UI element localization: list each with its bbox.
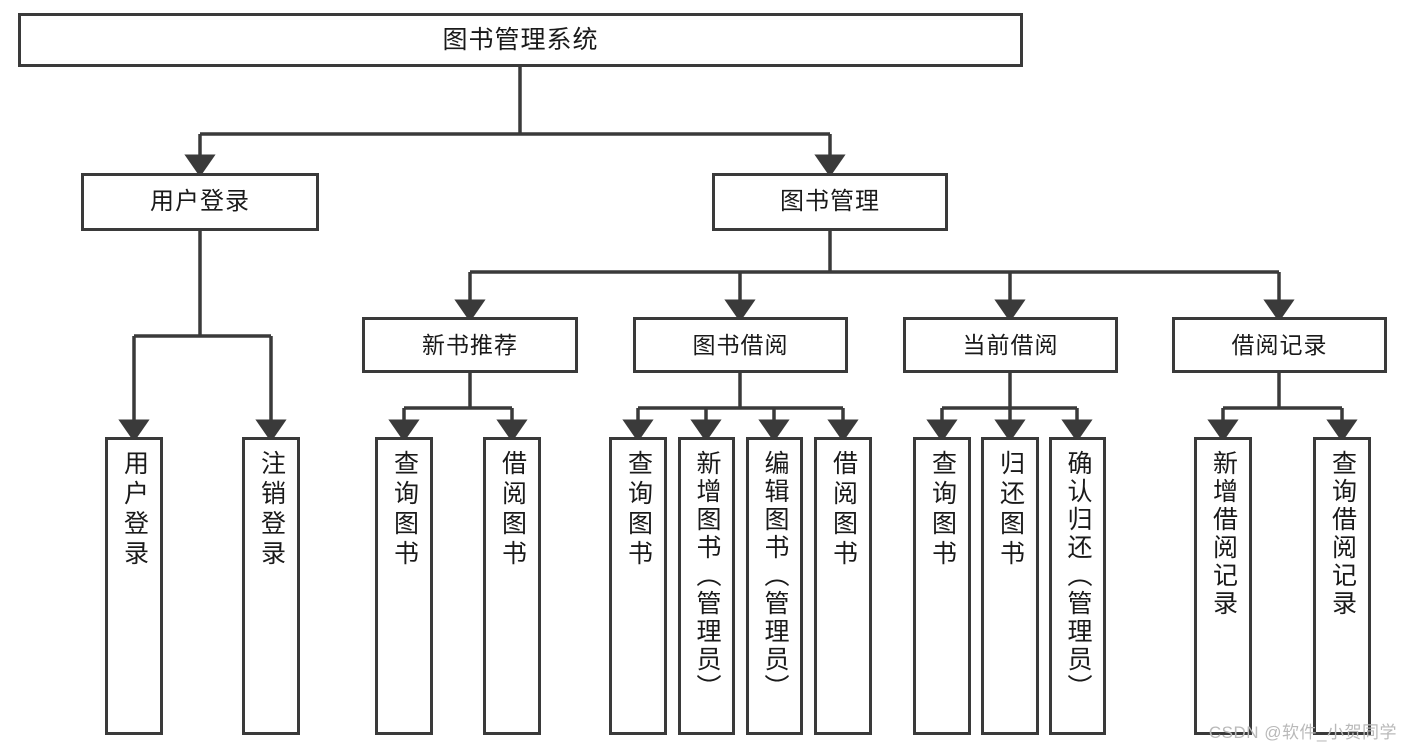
leaf-book-borrow-add-admin[interactable]: 新增图书（管理员） bbox=[678, 437, 735, 735]
node-current-borrow[interactable]: 当前借阅 bbox=[903, 317, 1118, 373]
leaf-book-borrow-edit-admin[interactable]: 编辑图书（管理员） bbox=[746, 437, 803, 735]
node-label: 新增图书（管理员） bbox=[693, 450, 721, 702]
node-label: 图书借阅 bbox=[692, 331, 789, 358]
node-new-book-recommend[interactable]: 新书推荐 bbox=[362, 317, 578, 373]
leaf-current-borrow-confirm-admin[interactable]: 确认归还（管理员） bbox=[1049, 437, 1106, 735]
leaf-borrow-record-add[interactable]: 新增借阅记录 bbox=[1194, 437, 1252, 735]
node-label: 图书管理 bbox=[780, 188, 880, 216]
leaf-current-borrow-return[interactable]: 归还图书 bbox=[981, 437, 1039, 735]
node-label: 借阅图书 bbox=[498, 450, 527, 570]
node-label: 借阅图书 bbox=[829, 450, 858, 570]
leaf-new-book-query[interactable]: 查询图书 bbox=[375, 437, 433, 735]
node-label: 编辑图书（管理员） bbox=[761, 450, 789, 702]
node-label: 查询图书 bbox=[928, 450, 957, 570]
node-label: 查询图书 bbox=[624, 450, 653, 570]
leaf-user-login-signout[interactable]: 注销登录 bbox=[242, 437, 300, 735]
node-label: 归还图书 bbox=[996, 450, 1025, 570]
leaf-user-login-signin[interactable]: 用户登录 bbox=[105, 437, 163, 735]
node-label: 查询借阅记录 bbox=[1328, 450, 1357, 618]
node-label: 当前借阅 bbox=[962, 331, 1059, 358]
csdn-watermark: CSDN @软件_小贺同学 bbox=[1208, 723, 1397, 742]
node-borrow-record[interactable]: 借阅记录 bbox=[1172, 317, 1387, 373]
node-label: 图书管理系统 bbox=[442, 25, 599, 54]
node-label: 用户登录 bbox=[120, 450, 149, 570]
node-label: 借阅记录 bbox=[1231, 331, 1328, 358]
leaf-book-borrow-borrow[interactable]: 借阅图书 bbox=[814, 437, 872, 735]
node-book-management[interactable]: 图书管理 bbox=[712, 173, 948, 231]
leaf-current-borrow-query[interactable]: 查询图书 bbox=[913, 437, 971, 735]
node-label: 新增借阅记录 bbox=[1209, 450, 1238, 618]
node-label: 注销登录 bbox=[257, 450, 286, 570]
leaf-book-borrow-query[interactable]: 查询图书 bbox=[609, 437, 667, 735]
node-label: 新书推荐 bbox=[422, 331, 518, 358]
node-root-book-management-system[interactable]: 图书管理系统 bbox=[18, 13, 1023, 67]
leaf-borrow-record-query[interactable]: 查询借阅记录 bbox=[1313, 437, 1371, 735]
node-label: 查询图书 bbox=[390, 450, 419, 570]
leaf-new-book-borrow[interactable]: 借阅图书 bbox=[483, 437, 541, 735]
node-book-borrow[interactable]: 图书借阅 bbox=[633, 317, 848, 373]
node-label: 用户登录 bbox=[150, 188, 250, 216]
node-user-login[interactable]: 用户登录 bbox=[81, 173, 319, 231]
node-label: 确认归还（管理员） bbox=[1064, 450, 1092, 702]
